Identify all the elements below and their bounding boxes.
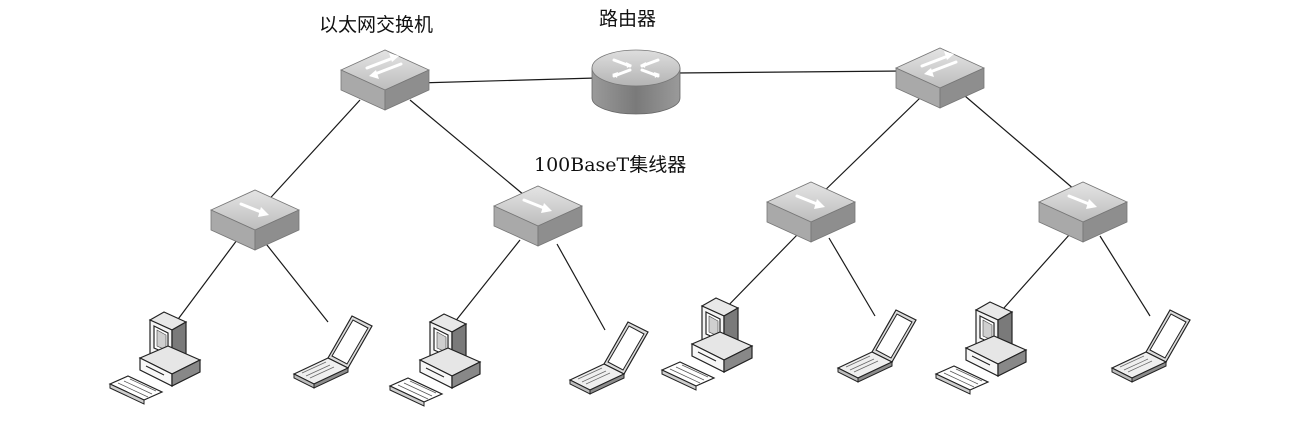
ethernet-switch-icon (340, 49, 430, 111)
connection-lines (169, 70, 1151, 331)
hub-icon (1038, 181, 1128, 243)
laptop-icon (837, 309, 917, 383)
desktop-computer-icon (935, 301, 1027, 395)
desktop-computer-icon (389, 313, 481, 407)
router-icon (591, 49, 681, 115)
hub-icon (210, 189, 300, 251)
desktop-computer-icon (661, 297, 753, 391)
ethernet-switch-icon (895, 47, 985, 109)
desktop-computer-icon (109, 311, 201, 405)
switch-label: 以太网交换机 (319, 14, 434, 36)
hub-icon (493, 185, 583, 247)
hub-icon (766, 181, 856, 243)
router-label: 路由器 (599, 8, 657, 30)
hub-label: 100BaseT集线器 (534, 154, 687, 176)
laptop-icon (293, 315, 373, 389)
laptop-icon (569, 321, 649, 395)
laptop-icon (1111, 309, 1191, 383)
